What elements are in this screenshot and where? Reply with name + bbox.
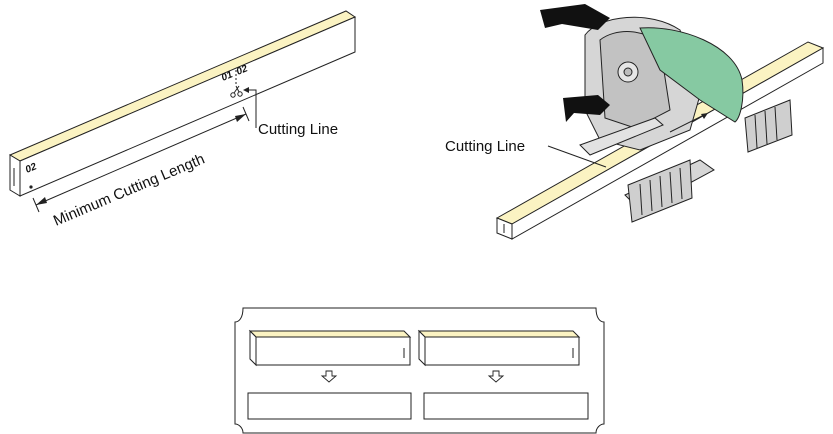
- strip-piece-left: [248, 329, 412, 367]
- cut-mark-label-a: 01: [220, 69, 235, 84]
- back-grip: [744, 99, 793, 153]
- down-arrow-icon: [320, 370, 338, 383]
- cutting-line-leader-right: [547, 145, 607, 168]
- strip-piece-right: [417, 329, 581, 367]
- label-strip-left: [8, 10, 357, 197]
- upper-handle: [540, 4, 610, 30]
- blade-guard: [639, 27, 744, 123]
- cut-mark-label-b: 02: [235, 63, 250, 78]
- end-mark-label: 02: [24, 161, 39, 176]
- cutting-line-label-right: Cutting Line: [445, 138, 525, 155]
- result-piece-left: [247, 392, 412, 420]
- cutting-line-leader-left: [243, 87, 257, 128]
- scissors-icon: [230, 85, 243, 98]
- cutting-tool-illustration: [495, 4, 825, 240]
- cutting-line-label-left: Cutting Line: [258, 121, 338, 138]
- dimension-line: [32, 106, 250, 213]
- result-piece-right: [423, 392, 589, 420]
- down-arrow-icon: [487, 370, 505, 383]
- lower-handle: [563, 95, 610, 122]
- front-grip: [627, 159, 693, 223]
